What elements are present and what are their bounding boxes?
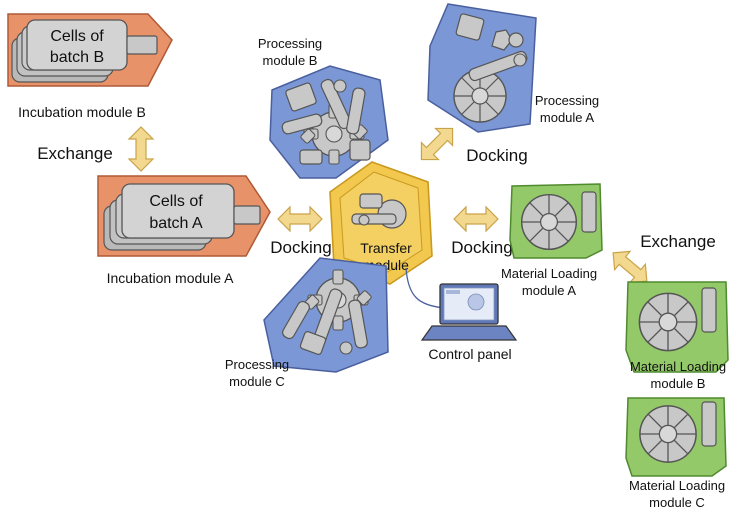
loading-a-label-line1: Material Loading — [501, 266, 597, 281]
incubation-b-cells-line1: Cells of — [50, 28, 104, 45]
double-arrow-icon — [453, 206, 499, 232]
material-loading-module-a: Material Loading module A — [501, 183, 603, 298]
incubation-a-cells-line1: Cells of — [149, 193, 203, 210]
double-arrow-icon — [412, 119, 462, 169]
loading-b-label-line1: Material Loading — [630, 359, 726, 374]
control-panel-label: Control panel — [428, 346, 511, 362]
incubation-b-label: Incubation module B — [18, 104, 146, 120]
loading-c-label-line1: Material Loading — [629, 478, 725, 493]
incubation-module-b: Cells of batch B Incubation module B — [7, 13, 173, 120]
loading-b-label-line2: module B — [651, 376, 706, 391]
double-arrow-icon — [128, 126, 154, 172]
processing-b-label-line1: Processing — [258, 36, 322, 51]
processing-c-label-line2: module C — [229, 374, 285, 389]
docking-label-left: Docking — [270, 238, 331, 257]
processing-a-label-line2: module A — [540, 110, 595, 125]
processing-c-label-line1: Processing — [225, 357, 289, 372]
processing-module-b: Processing module B — [258, 36, 389, 179]
processing-b-label-line2: module B — [263, 53, 318, 68]
processing-module-c: Processing module C — [225, 257, 389, 389]
processing-module-a: Processing module A — [427, 3, 599, 133]
material-loading-module-b: Material Loading module B — [625, 281, 729, 391]
material-loading-module-c: Material Loading module C — [625, 397, 727, 510]
exchange-label-right: Exchange — [640, 232, 716, 251]
docking-label-right: Docking — [451, 238, 512, 257]
loading-c-label-line2: module C — [649, 495, 705, 510]
docking-label-top-right: Docking — [466, 146, 527, 165]
double-arrow-icon — [277, 206, 323, 232]
processing-a-label-line1: Processing — [535, 93, 599, 108]
transfer-label-line1: Transfer — [360, 240, 412, 256]
loading-a-label-line2: module A — [522, 283, 577, 298]
laptop-icon: Control panel — [405, 267, 518, 362]
incubation-a-cells-line2: batch A — [149, 215, 203, 232]
incubation-a-label: Incubation module A — [107, 270, 235, 286]
transfer-module: Transfer module — [329, 161, 433, 285]
incubation-b-cells-line2: batch B — [50, 49, 104, 66]
incubation-module-a: Cells of batch A Incubation module A — [97, 175, 271, 286]
exchange-label-left: Exchange — [37, 144, 113, 163]
